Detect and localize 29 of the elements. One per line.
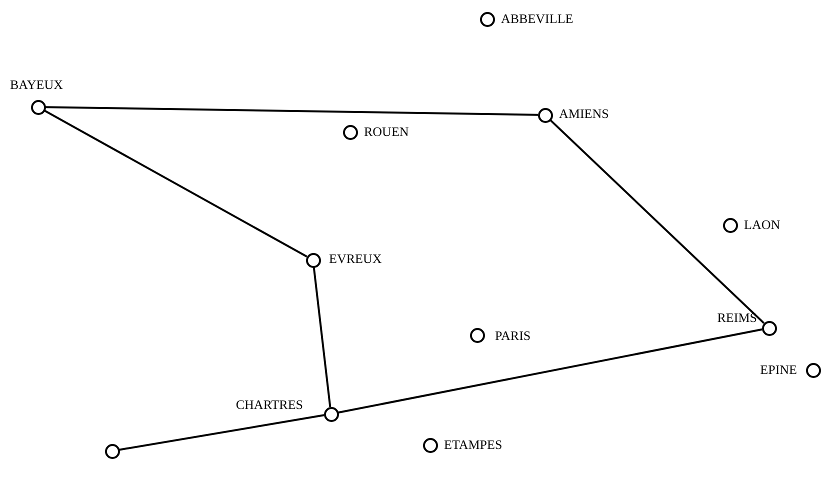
city-label: LAON bbox=[744, 217, 780, 233]
connector-line bbox=[44, 110, 308, 258]
city-label: CHARTRES bbox=[236, 397, 303, 413]
city-marker bbox=[762, 320, 776, 336]
connector-line bbox=[338, 328, 762, 414]
city-marker bbox=[480, 12, 494, 26]
connector-line bbox=[549, 119, 765, 324]
city-label: REIMS bbox=[717, 310, 757, 326]
city-label: ROUEN bbox=[364, 124, 409, 140]
city-label: PARIS bbox=[495, 328, 531, 344]
city-label: EVREUX bbox=[329, 251, 382, 267]
city-marker bbox=[342, 124, 358, 140]
connector-line bbox=[312, 266, 332, 408]
city-label: ABBEVILLE bbox=[501, 11, 574, 27]
city-marker bbox=[538, 108, 552, 122]
connector-line bbox=[118, 414, 324, 451]
city-marker bbox=[422, 438, 438, 452]
city-marker bbox=[104, 444, 120, 458]
city-label: EPINE bbox=[760, 362, 797, 378]
city-marker bbox=[30, 100, 46, 114]
city-marker bbox=[722, 218, 738, 232]
city-label: ETAMPES bbox=[444, 437, 502, 453]
connector-line bbox=[44, 106, 538, 116]
city-marker bbox=[470, 328, 484, 342]
city-marker bbox=[306, 252, 320, 268]
city-marker bbox=[806, 362, 820, 378]
city-label: AMIENS bbox=[559, 106, 609, 122]
city-marker bbox=[324, 406, 338, 422]
city-label: BAYEUX bbox=[10, 77, 63, 93]
